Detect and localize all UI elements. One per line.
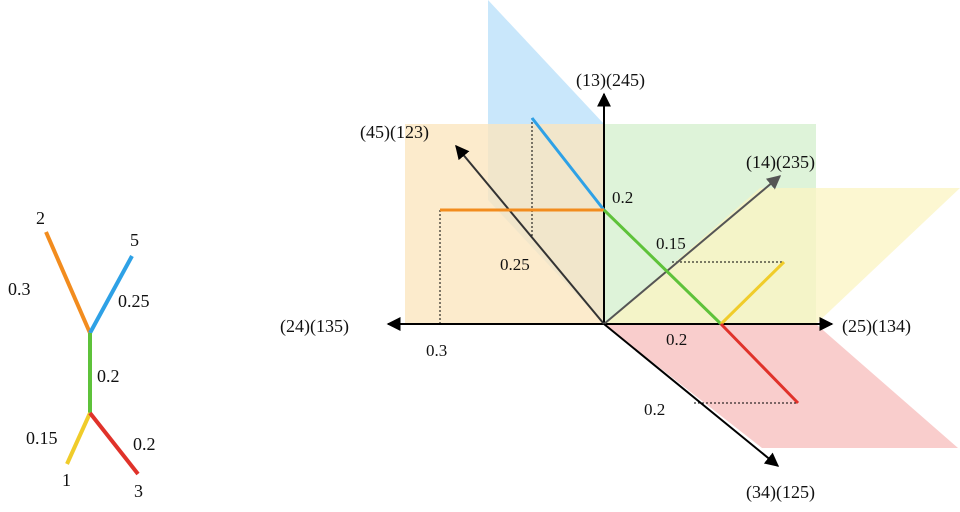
axis-label-top: (13)(245) bbox=[576, 70, 645, 91]
leaf-label-1: 1 bbox=[62, 470, 71, 490]
edge-length-leaf-1: 0.15 bbox=[26, 428, 58, 448]
plane-yellow bbox=[604, 188, 960, 324]
path-blue bbox=[530, 117, 606, 211]
axis-label-left: (24)(135) bbox=[280, 316, 349, 337]
value-left-axis-projection: 0.3 bbox=[426, 341, 447, 360]
path-red bbox=[719, 322, 800, 405]
plane-orange bbox=[405, 124, 604, 324]
axis-label-upper-right: (14)(235) bbox=[746, 152, 815, 173]
axis-label-upper-left: (45)(123) bbox=[360, 122, 429, 143]
leaf-label-2: 2 bbox=[36, 208, 45, 228]
tree-edge-leaf-5 bbox=[88, 255, 134, 334]
edge-length-leaf-2: 0.3 bbox=[8, 279, 31, 299]
axis-upper-right bbox=[603, 175, 782, 325]
value-blue-vertical: 0.2 bbox=[612, 188, 633, 207]
axis-upper-left bbox=[455, 144, 605, 325]
edge-length-internal: 0.2 bbox=[97, 366, 120, 386]
edge-length-leaf-3: 0.2 bbox=[133, 434, 156, 454]
tree-edge-leaf-2 bbox=[44, 231, 92, 334]
orthant-planes bbox=[405, 0, 960, 448]
colored-paths bbox=[440, 117, 800, 405]
value-right-axis-segment: 0.2 bbox=[666, 330, 687, 349]
axis-label-right: (25)(134) bbox=[842, 316, 911, 337]
path-yellow bbox=[719, 260, 786, 326]
value-green-diagonal: 0.15 bbox=[656, 234, 686, 253]
leaf-label-5: 5 bbox=[130, 230, 139, 250]
leaf-label-3: 3 bbox=[134, 481, 143, 501]
value-lower-right-projection: 0.2 bbox=[644, 400, 665, 419]
axis-lower-right bbox=[603, 323, 780, 467]
axis-label-lower-right: (34)(125) bbox=[746, 482, 815, 503]
path-green bbox=[602, 208, 723, 326]
projection-lines bbox=[439, 118, 798, 404]
tree-edge-leaf-3 bbox=[88, 411, 140, 476]
edge-length-leaf-5: 0.25 bbox=[118, 291, 150, 311]
tree-edge-leaf-1 bbox=[65, 412, 92, 465]
phylogenetic-tree: 2 5 1 3 0.3 0.25 0.2 0.15 0.2 bbox=[8, 208, 156, 501]
value-blue-diagonal: 0.25 bbox=[500, 255, 530, 274]
